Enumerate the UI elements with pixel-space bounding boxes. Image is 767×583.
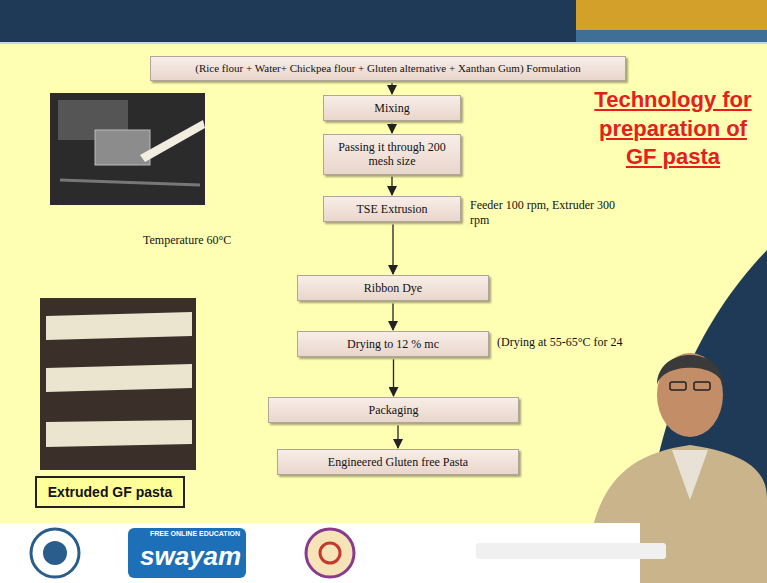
- toolbar: [476, 543, 666, 559]
- flow-arrow: [392, 224, 393, 274]
- band-rule: [0, 42, 767, 44]
- node-text: Drying to 12 % mc: [347, 337, 439, 351]
- flow-arrow: [397, 425, 398, 448]
- node-text: (Rice flour + Water+ Chickpea flour + Gl…: [195, 62, 580, 75]
- program-emblem: [306, 529, 354, 577]
- process-box: Mixing: [323, 95, 461, 121]
- flow-arrow: [393, 359, 394, 396]
- logo-tagline: FREE ONLINE EDUCATION: [150, 530, 240, 539]
- presenter-hair: [657, 355, 723, 385]
- top-accent: [576, 0, 767, 30]
- swayam-logo: [128, 528, 246, 578]
- flow-arrow: [392, 303, 393, 330]
- pasta-strip: [46, 364, 192, 392]
- top-accent-band: [576, 30, 767, 42]
- presenter-glasses: [694, 382, 710, 390]
- pasta-photo: [40, 298, 196, 470]
- node-text: TSE Extrusion: [357, 202, 428, 216]
- node-text: Extruded GF pasta: [48, 484, 172, 500]
- input-box: (Rice flour + Water+ Chickpea flour + Gl…: [150, 56, 626, 81]
- temperature-note: Temperature 60°C: [143, 233, 231, 248]
- presenter-shirt: [672, 450, 708, 500]
- slide-title: Technology for preparation of GF pasta: [586, 86, 760, 172]
- process-box: TSE Extrusion: [323, 196, 461, 222]
- speed-note: Feeder 100 rpm, Extruder 300 rpm: [470, 198, 630, 228]
- node-text: Ribbon Dye: [364, 281, 422, 295]
- presenter-glasses: [670, 382, 686, 390]
- extruded-ribbon: [140, 120, 205, 162]
- output-box: Engineered Gluten free Pasta: [277, 449, 519, 475]
- process-box: Ribbon Dye: [297, 275, 489, 301]
- drying-note: (Drying at 55-65°C for 24: [497, 335, 622, 350]
- photo-caption-box: Extruded GF pasta: [35, 476, 185, 508]
- node-text: Packaging: [369, 403, 419, 417]
- node-text: Mixing: [374, 101, 409, 115]
- institute-emblem: [31, 529, 79, 577]
- extruder-barrel: [95, 130, 150, 165]
- extruder-photo: [50, 93, 205, 205]
- pasta-strip: [46, 312, 192, 340]
- process-box: Passing it through 200 mesh size: [323, 134, 461, 175]
- node-text: Engineered Gluten free Pasta: [328, 455, 468, 469]
- process-box: Drying to 12 % mc: [297, 331, 489, 357]
- flow-arrow: [391, 83, 392, 94]
- extruder-rail: [60, 180, 200, 185]
- top-band: [0, 0, 767, 42]
- pasta-strip: [46, 420, 192, 447]
- institute-emblem: [43, 541, 67, 565]
- flow-arrow: [391, 123, 392, 133]
- node-text: Passing it through 200 mesh size: [330, 140, 454, 169]
- presenter-head: [657, 353, 723, 437]
- program-emblem: [320, 543, 340, 563]
- flow-arrow: [391, 177, 392, 195]
- logo-wordmark: swayam: [140, 540, 241, 573]
- process-box: Packaging: [268, 397, 519, 423]
